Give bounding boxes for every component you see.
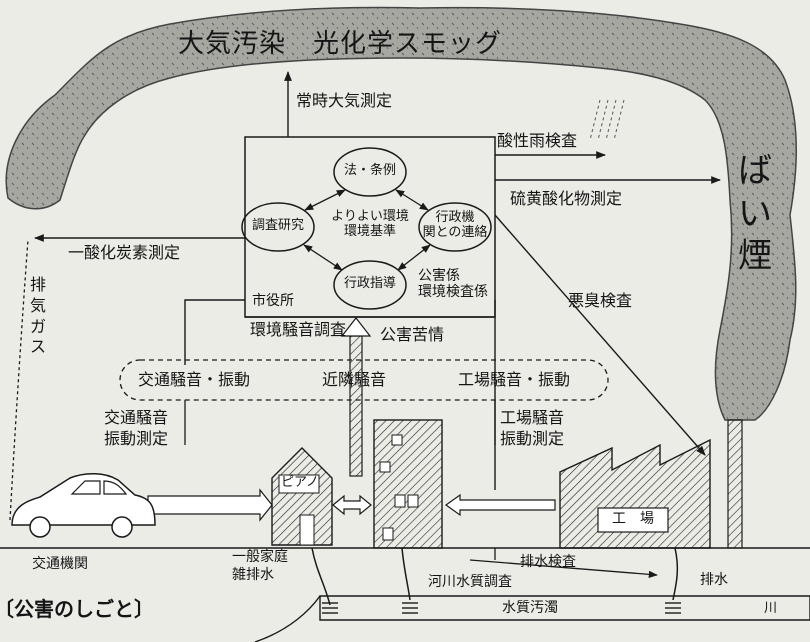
- noise-box: [119, 359, 609, 401]
- label-odor: 悪臭検査: [568, 291, 633, 310]
- circle-guidance-label: 行政指導: [343, 276, 396, 291]
- smog-title: 大気汚染 光化学スモッグ: [178, 29, 503, 59]
- center-label: よりよい環境 環境基準: [331, 209, 409, 239]
- label-sulfur: 硫黄酸化物測定: [510, 189, 623, 208]
- label-river-survey: 河川水質調査: [428, 574, 512, 590]
- arrow-traffic: [184, 299, 245, 365]
- label-pollution-section: 公害係 環境検査係: [418, 268, 488, 301]
- label-constant-air: 常時大気測定: [296, 91, 393, 110]
- label-traffic-noise: 交通騒音・振動: [138, 370, 251, 389]
- label-exhaust-gas: 排気ガス: [30, 275, 47, 357]
- circle-links: [303, 189, 431, 271]
- label-neighbor-noise: 近隣騒音: [322, 370, 387, 389]
- label-complaints: 公害苦情: [380, 325, 445, 344]
- label-piano: ピアノ: [281, 475, 319, 490]
- complaint-arrow-head: [340, 317, 372, 337]
- complaint-arrow-shaft: [349, 335, 363, 477]
- label-co: 一酸化炭素測定: [68, 243, 181, 262]
- arrow-car-house: [147, 488, 273, 522]
- exhaust-dashed: [9, 239, 29, 521]
- label-water-pollution: 水質汚濁: [502, 600, 558, 616]
- label-noise-survey: 環境騒音調査: [250, 320, 347, 339]
- circle-research: [241, 202, 315, 252]
- factory-chimney: [727, 419, 743, 549]
- arrow-house-building: [332, 494, 372, 516]
- label-household: 一般家庭 雑排水: [232, 549, 288, 583]
- circle-law: [333, 147, 407, 197]
- house: [271, 447, 333, 546]
- acid-rain-streaks: [589, 99, 625, 141]
- label-traffic: 交通機関: [32, 556, 88, 572]
- label-drainage: 排水: [700, 572, 728, 588]
- circle-research-label: 調査研究: [251, 218, 304, 233]
- label-factory: 工 場: [612, 511, 654, 527]
- river-band: [319, 595, 810, 621]
- circle-guidance: [333, 260, 407, 310]
- arrow-factory-building: [444, 493, 556, 517]
- smog-cloud: [5, 6, 797, 421]
- label-traffic-measure: 交通騒音 振動測定: [104, 408, 169, 448]
- circle-admin-label: 行政機 関との連絡: [422, 210, 488, 240]
- label-factory-noise: 工場騒音・振動: [458, 370, 571, 389]
- label-drainage-check: 排水検査: [520, 554, 576, 570]
- arrow-odor: [494, 214, 706, 456]
- label-river: 川: [764, 601, 778, 616]
- caption: 〔公害のしごと〕: [0, 597, 154, 621]
- label-smoke: ばい煙: [738, 151, 772, 276]
- circle-law-label: 法・条例: [343, 163, 396, 178]
- label-acid-rain: 酸性雨検査: [497, 131, 578, 150]
- circle-admin: [418, 202, 492, 252]
- apartment-building: [373, 419, 443, 549]
- car: [11, 473, 156, 526]
- label-factory-measure: 工場騒音 振動測定: [500, 408, 565, 448]
- label-city-hall: 市役所: [252, 293, 294, 309]
